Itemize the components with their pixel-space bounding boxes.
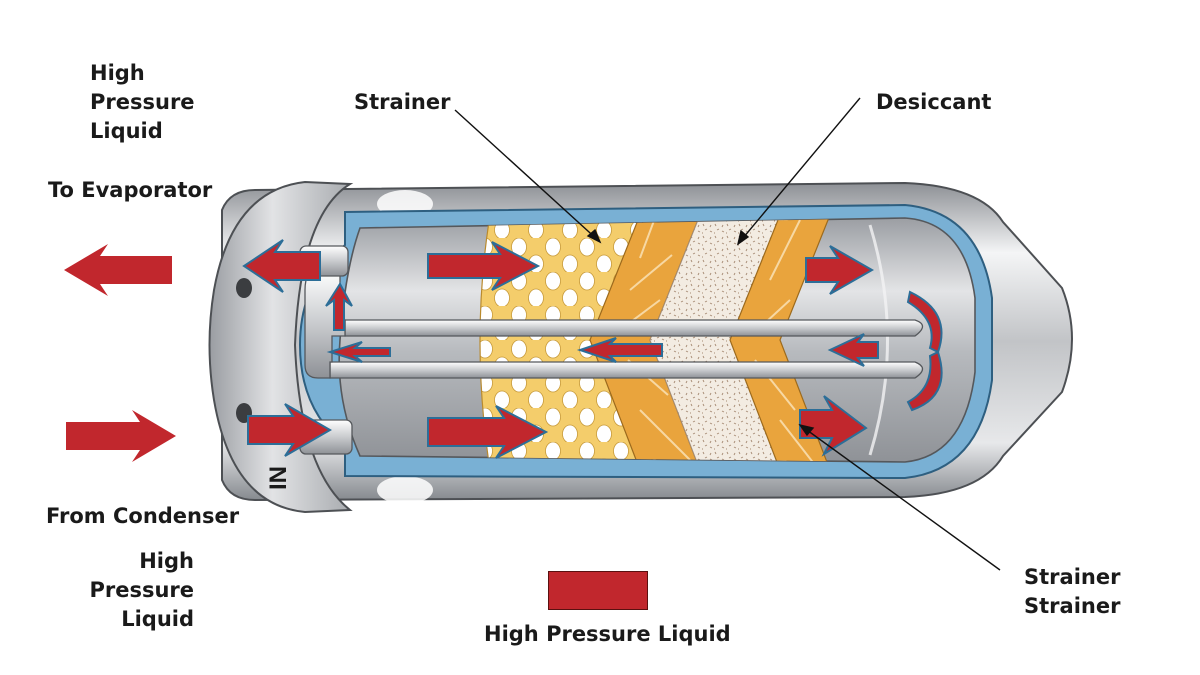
arrow-from-condenser [66,410,176,462]
arrow-to-evaporator [64,244,172,296]
arrow-tube-mid [576,337,663,363]
leader-strainer-bottom [799,424,1001,571]
label-desiccant: Desiccant [876,90,992,114]
pickup-tube [299,245,924,455]
leader-desiccant [737,97,861,245]
arrow-tube-left [326,341,391,363]
label-top-left-pressure: High Pressure Liquid [90,61,195,143]
arrow-strainer-top [427,241,541,291]
legend-label: High Pressure Liquid [484,622,731,646]
arrow-exit-top [805,245,875,295]
strainer-band-right [729,218,831,462]
label-strainer-bottom: Strainer Strainer [1024,565,1121,618]
arrow-strainer-bottom [427,405,549,459]
flow-arrows [64,239,943,462]
inlet-stamp: IN [265,466,292,490]
arrow-tube-right [827,333,879,367]
label-bottom-left-pressure: High Pressure Liquid [89,549,194,631]
label-from-condenser: From Condenser [46,504,240,528]
strainer-band-left [589,218,701,462]
leader-lines [454,97,1001,571]
arrow-exit-bottom [799,395,868,457]
label-strainer-top: Strainer [354,90,451,114]
arrow-return-bottom [906,350,943,412]
leader-strainer-top [454,109,601,243]
legend-swatch [548,571,648,610]
arrow-outlet [242,239,321,293]
arrow-riser [325,282,353,331]
label-to-evaporator: To Evaporator [48,178,213,202]
arrow-inlet [247,403,332,457]
